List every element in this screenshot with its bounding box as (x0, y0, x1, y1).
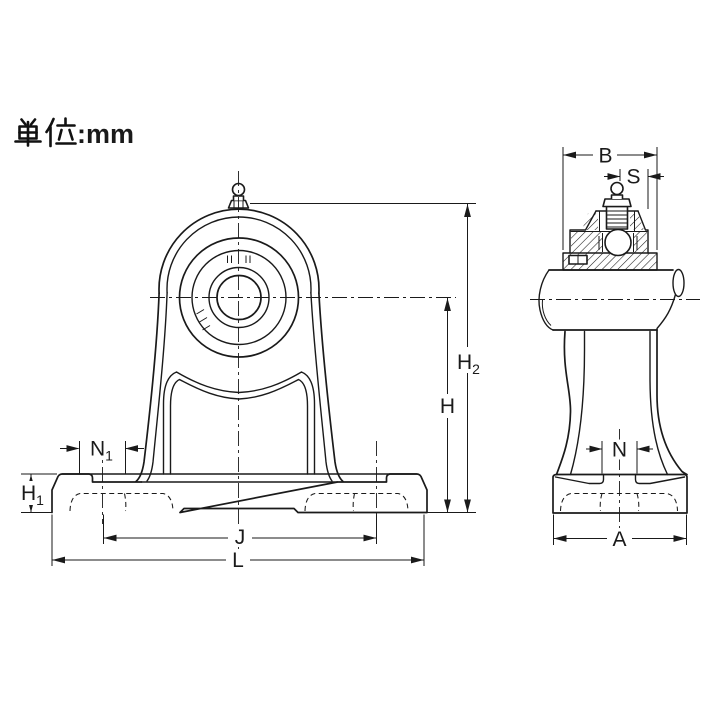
label-H: H (440, 395, 455, 418)
front-view (51, 182, 428, 514)
fitting-shank (605, 205, 629, 230)
side-base-pad-left (554, 473, 605, 485)
fitting-neck-side (610, 194, 624, 199)
base-slot-hidden-left (69, 492, 174, 512)
label-J: J (235, 526, 246, 549)
label-H2: H2 (457, 351, 480, 377)
label-N: N (612, 439, 627, 462)
unit-kanji (14, 117, 77, 148)
label-N1: N1 (90, 438, 113, 464)
base-slot-hidden-right (304, 492, 409, 512)
side-base-pad-right (634, 473, 686, 485)
extension-lines (21, 147, 687, 566)
unit-note: :mm (14, 117, 134, 149)
grease-fitting-side (599, 181, 635, 231)
leg-right-outer (318, 292, 344, 483)
side-view (538, 181, 688, 514)
pedestal-left-outer (555, 330, 572, 476)
label-H1: H1 (21, 482, 44, 508)
front-base (51, 473, 428, 514)
cage-lines (598, 233, 638, 252)
pedestal-left-inner (569, 330, 586, 476)
shaft-break-left (538, 269, 554, 331)
label-L: L (232, 549, 244, 572)
leg-left-outer (135, 292, 160, 483)
pedestal-right-inner (649, 330, 669, 476)
housing-cap (569, 210, 649, 254)
set-screw-marks (196, 255, 251, 331)
dimension-labels: H2 H H1 N1 J L B S N A (19, 145, 641, 572)
shaft-break-right-loop (672, 268, 685, 298)
label-A: A (612, 528, 626, 551)
arch-outer (162, 371, 316, 475)
fitting-ball-side (610, 181, 624, 196)
housing-inner-arc (166, 216, 312, 294)
fitting-hex-side (602, 198, 632, 208)
arch-inner (169, 378, 309, 475)
label-S: S (626, 166, 640, 189)
centerlines (102, 171, 700, 550)
label-B: B (598, 145, 612, 168)
side-base (552, 473, 688, 514)
unit-suffix-text: :mm (77, 119, 134, 149)
shaft-break-right (656, 293, 677, 330)
shaft (538, 268, 685, 331)
bearing-ball (604, 228, 632, 257)
housing-outer-arc (158, 208, 320, 295)
side-base-slot-hidden (559, 492, 679, 512)
fitting-boss (599, 211, 635, 231)
side-base-outline (552, 473, 688, 514)
